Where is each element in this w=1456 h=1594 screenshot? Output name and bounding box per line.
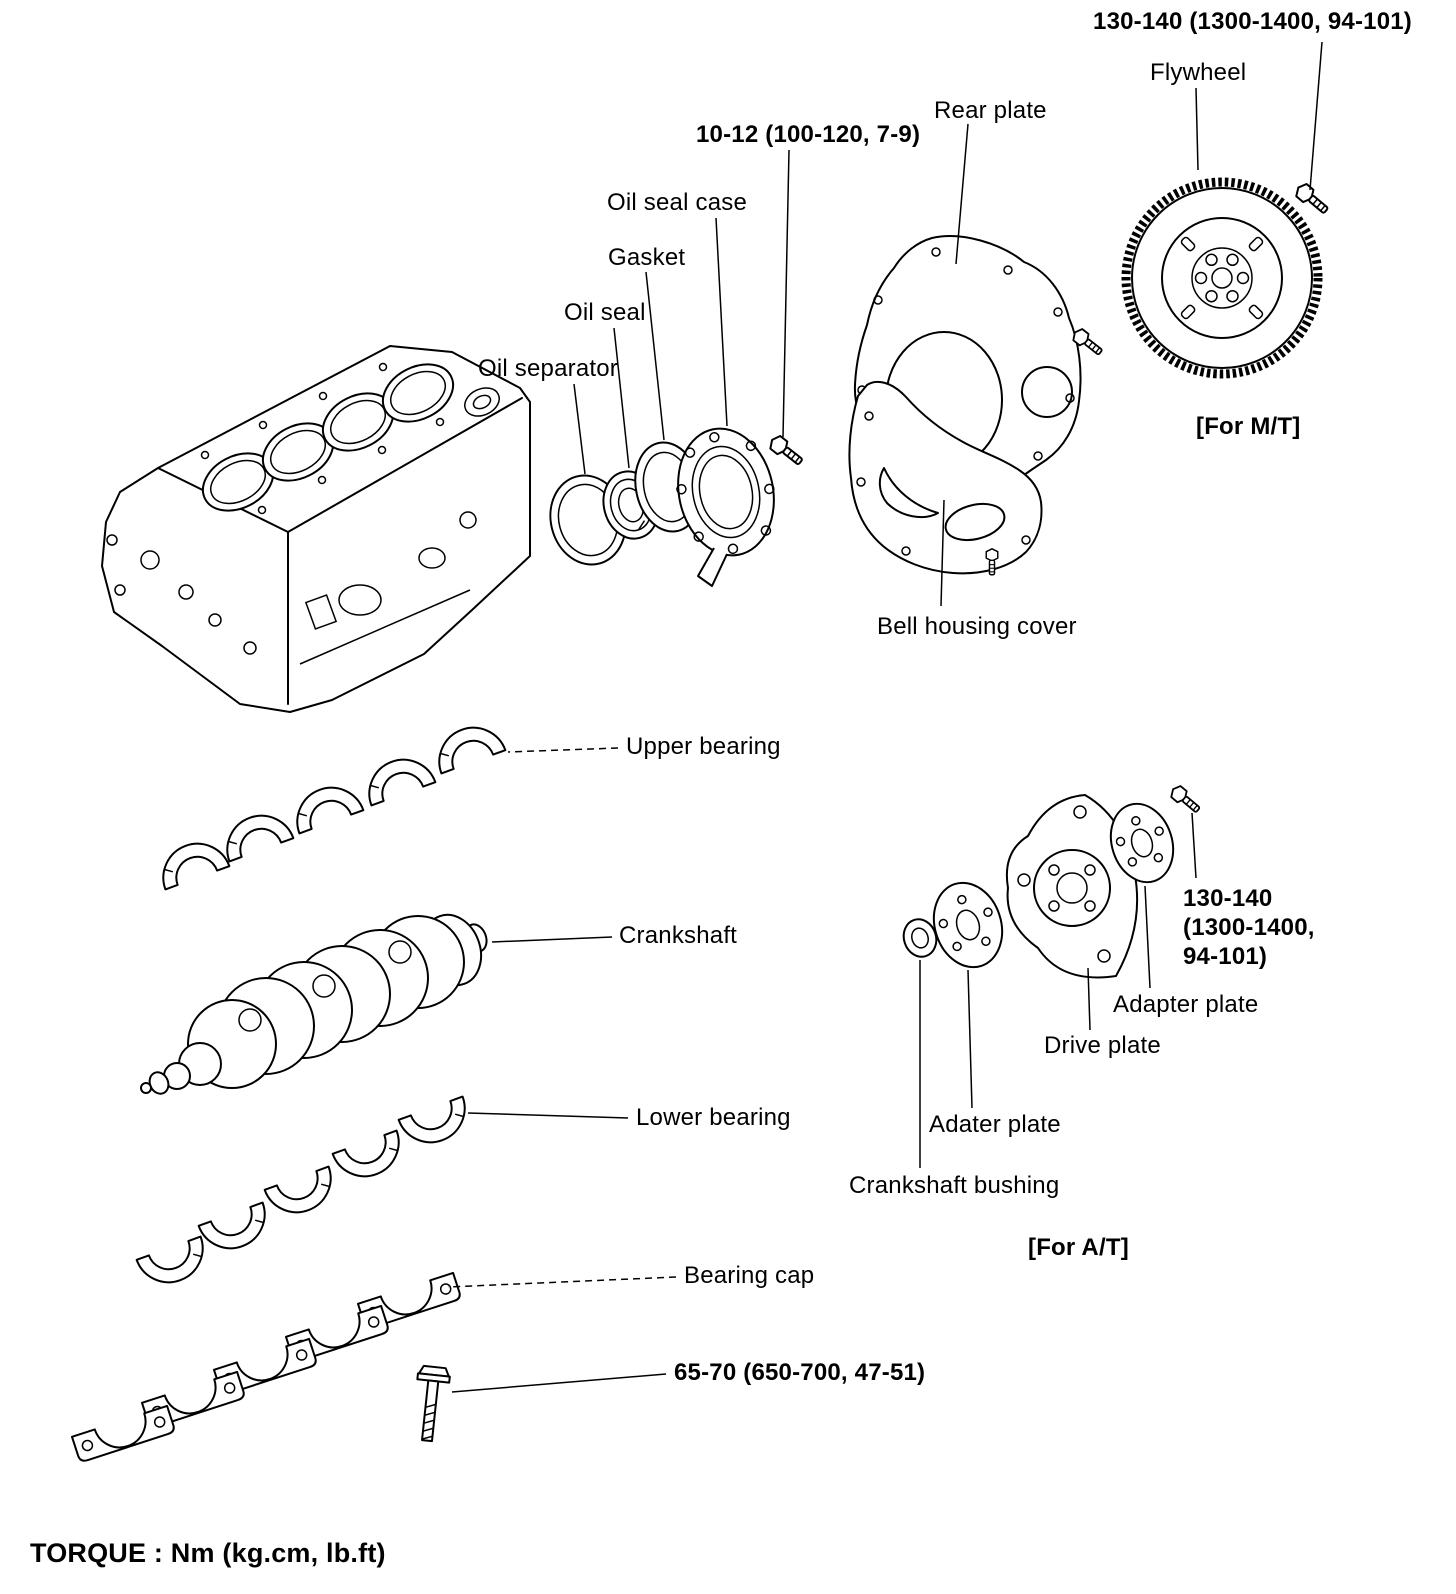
flywheel: [1121, 177, 1323, 379]
label-at-torque-line3: 94-101): [1183, 943, 1268, 970]
label-gasket: Gasket: [608, 244, 686, 271]
label-upper-bearing: Upper bearing: [626, 733, 781, 760]
drive-plate: [1006, 794, 1139, 979]
label-oil-separator: Oil separator: [478, 355, 618, 382]
label-at-torque: 130-140 (1300-1400, 94-101): [1183, 884, 1315, 971]
label-oil-seal: Oil seal: [564, 299, 646, 326]
bolt-flywheel: [1292, 180, 1333, 218]
label-bearing-cap-torque: 65-70 (650-700, 47-51): [674, 1359, 926, 1386]
label-bell-housing-cover: Bell housing cover: [877, 613, 1077, 640]
adapter-plate: [1109, 802, 1175, 884]
label-at-torque-line1: 130-140: [1183, 885, 1273, 912]
bearing-caps: [70, 1271, 463, 1464]
label-drive-plate: Drive plate: [1044, 1032, 1161, 1059]
label-adater-plate: Adater plate: [929, 1111, 1061, 1138]
bearing-cap-bolt: [416, 1364, 451, 1443]
label-for-at: [For A/T]: [1028, 1234, 1129, 1261]
leader-lines: [447, 41, 1323, 1393]
adater-plate: [932, 881, 1004, 969]
label-crankshaft-bushing: Crankshaft bushing: [849, 1172, 1060, 1199]
bolt-adapter-plate: [1167, 782, 1204, 817]
label-rear-plate: Rear plate: [934, 97, 1047, 124]
footer-torque-note: TORQUE : Nm (kg.cm, lb.ft): [30, 1538, 386, 1568]
label-oil-seal-case: Oil seal case: [607, 189, 747, 216]
lower-bearings: [135, 1095, 476, 1293]
oil-seal-case: [676, 427, 775, 587]
upper-bearings: [152, 717, 507, 891]
label-lower-bearing: Lower bearing: [636, 1104, 791, 1131]
label-oil-seal-case-torque: 10-12 (100-120, 7-9): [696, 121, 921, 148]
bell-housing-cover: [848, 380, 1043, 575]
label-at-torque-line2: (1300-1400,: [1183, 914, 1315, 941]
bolt-oil-seal-case: [766, 432, 807, 470]
label-bearing-cap: Bearing cap: [684, 1262, 815, 1289]
label-crankshaft: Crankshaft: [619, 922, 738, 949]
label-for-mt: [For M/T]: [1196, 413, 1301, 440]
label-adapter-plate: Adapter plate: [1113, 991, 1259, 1018]
engine-block: [101, 345, 531, 713]
label-flywheel: Flywheel: [1150, 59, 1247, 86]
label-flywheel-torque: 130-140 (1300-1400, 94-101): [1093, 8, 1412, 35]
crankshaft: [140, 913, 488, 1095]
